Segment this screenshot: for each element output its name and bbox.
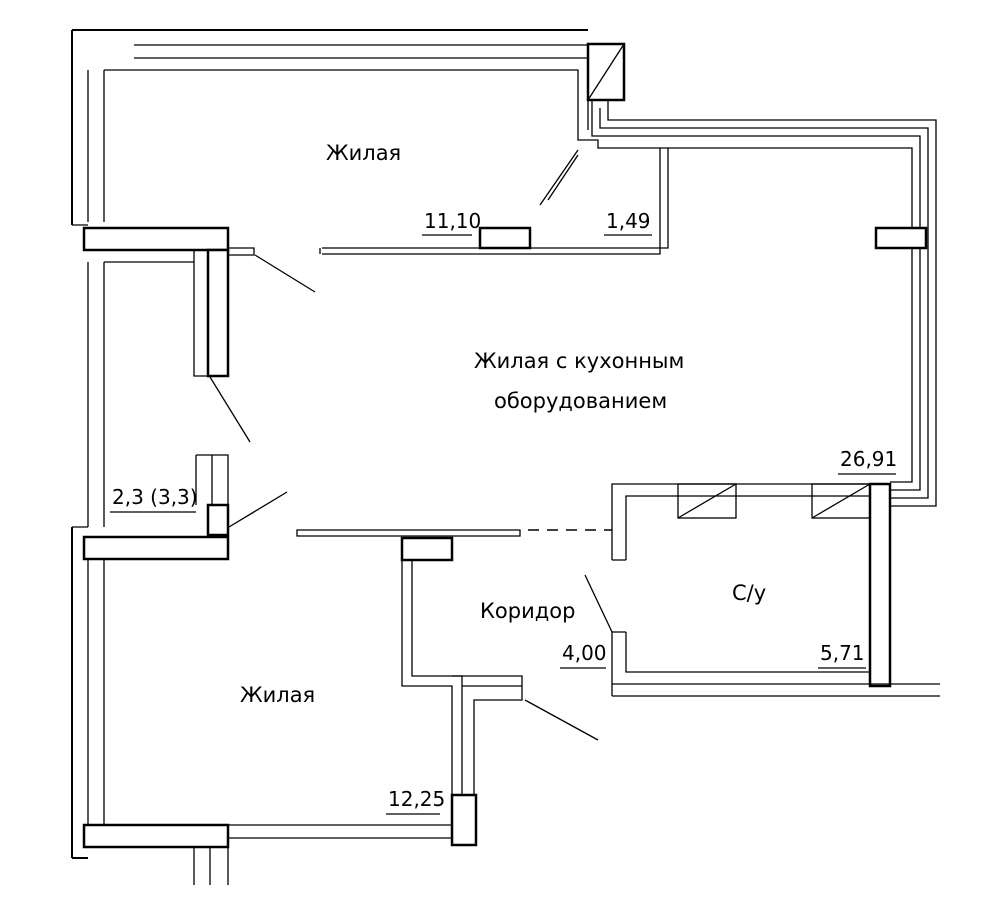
bathroom-walls	[584, 482, 940, 697]
top-wall	[104, 42, 937, 507]
left-facade	[71, 29, 588, 859]
room-area-living-kitchen: 26,91	[840, 447, 897, 471]
door-swing-bathroom	[584, 574, 613, 633]
top-partitions	[319, 148, 669, 255]
room-name-living-kitchen-line1: Жилая с кухонным	[474, 349, 684, 373]
door-swing-middle	[209, 376, 251, 443]
column-bottom	[450, 793, 478, 847]
door-swing-balcony	[228, 491, 288, 528]
room-area-bathroom: 5,71	[820, 641, 865, 665]
partition-block-top	[478, 226, 532, 250]
room-name-living-kitchen-line2: оборудованием	[494, 389, 667, 413]
room-area-balcony: 2,3 (3,3)	[112, 485, 198, 509]
room-name-living-bottom: Жилая	[240, 683, 315, 707]
right-wall-block	[874, 226, 928, 250]
partition-block-center	[400, 536, 454, 562]
room-name-corridor: Коридор	[480, 599, 575, 623]
door-swing-corridor	[524, 699, 599, 741]
center-partitions	[296, 529, 612, 847]
left-walls	[82, 226, 452, 885]
room-area-living-top: 11,10	[424, 209, 481, 233]
door-swing-top	[254, 254, 316, 293]
wardrobe-door-swing	[539, 149, 579, 206]
room-name-bathroom: С/у	[732, 581, 766, 605]
room-area-living-bottom: 12,25	[388, 787, 445, 811]
room-area-wardrobe: 1,49	[606, 209, 651, 233]
room-name-living-top: Жилая	[326, 141, 401, 165]
room-area-corridor: 4,00	[562, 641, 607, 665]
